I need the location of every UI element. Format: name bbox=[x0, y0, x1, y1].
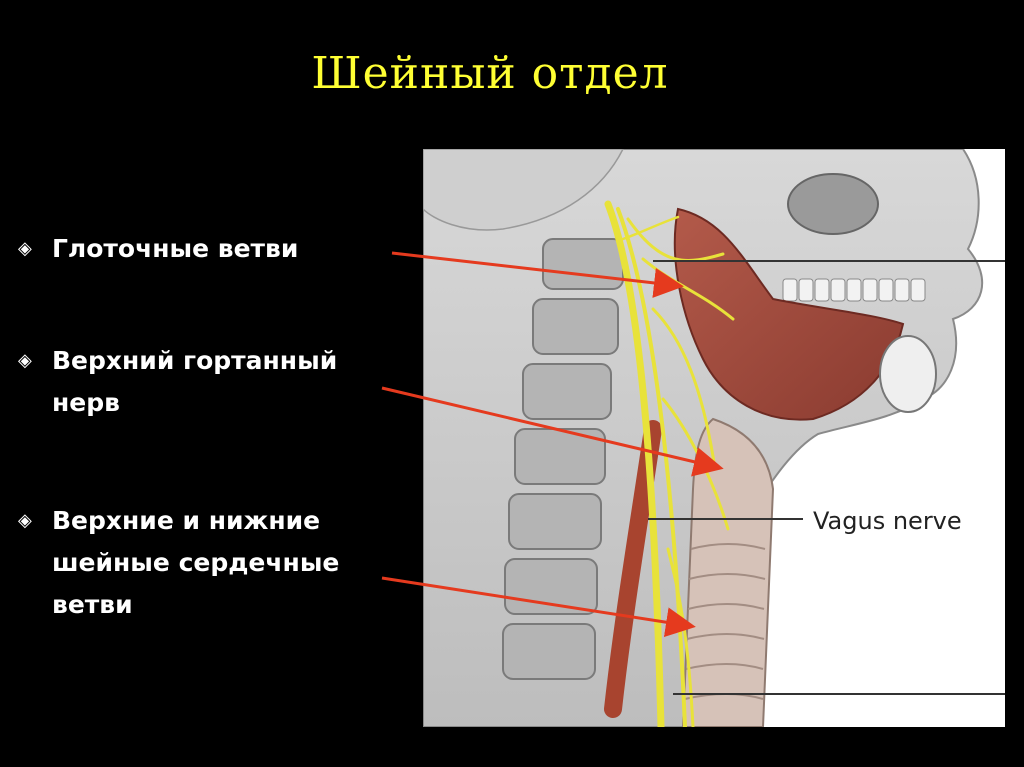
bullet-item: ◈ Глоточные ветви bbox=[14, 228, 394, 270]
anatomy-illustration: Vagus nerve bbox=[423, 149, 1005, 727]
bullet-item: ◈ Верхние и нижние шейные сердечные ветв… bbox=[14, 500, 394, 626]
slide-title: Шейный отдел bbox=[311, 48, 669, 99]
bullet-text: Глоточные ветви bbox=[52, 234, 299, 263]
diamond-bullet-icon: ◈ bbox=[18, 510, 32, 531]
bullet-text: Верхний гортанный нерв bbox=[52, 346, 338, 417]
figure-label-vagus: Vagus nerve bbox=[813, 507, 962, 535]
bullet-text: Верхние и нижние шейные сердечные ветви bbox=[52, 506, 340, 619]
larynx-trachea bbox=[681, 417, 775, 727]
bullet-item: ◈ Верхний гортанный нерв bbox=[14, 340, 394, 424]
diamond-bullet-icon: ◈ bbox=[18, 350, 32, 371]
diamond-bullet-icon: ◈ bbox=[18, 238, 32, 259]
